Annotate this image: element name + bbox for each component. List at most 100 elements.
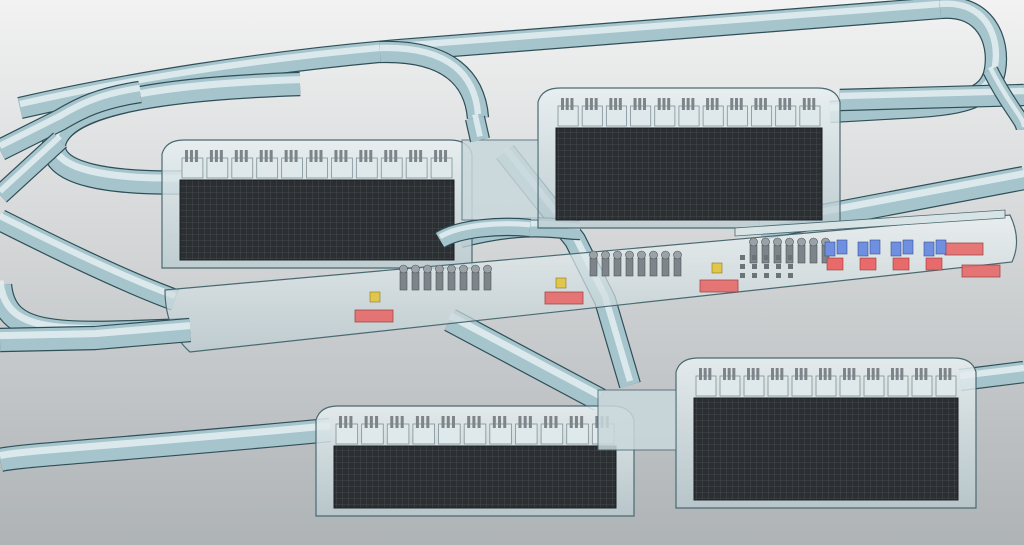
gallery-equipment — [637, 257, 646, 277]
lower-left-hall-fan — [395, 416, 399, 428]
upper-left-hall-fan — [239, 150, 243, 162]
upper-right-hall-fan — [691, 98, 695, 110]
upper-right-hall-fan — [759, 98, 763, 110]
gallery-equipment — [411, 271, 420, 291]
lower-right-hall-fan — [799, 368, 803, 380]
lower-left-hall-fan — [400, 416, 404, 428]
lower-right-hall-fan — [699, 368, 702, 380]
upper-left-hall-fan — [319, 150, 323, 162]
tunnel-bottom-left — [0, 417, 332, 472]
lower-left-hall-fan — [472, 416, 476, 428]
lower-left-hall-fan — [554, 416, 558, 428]
lower-right-hall-fan — [871, 368, 875, 380]
upper-left-hall-fan — [384, 150, 388, 162]
gallery-equipment — [589, 257, 598, 277]
gallery-equipment — [673, 257, 682, 277]
gallery-equipment — [435, 271, 444, 291]
gallery-equipment-top — [749, 237, 758, 247]
upper-right-hall-fan — [715, 98, 719, 110]
gallery-small-item — [776, 255, 781, 260]
upper-left-hall-fan — [434, 150, 438, 162]
upper-junction — [461, 139, 539, 221]
lower-right-hall-fan — [948, 368, 952, 380]
foreground-tunnels — [0, 113, 531, 353]
gallery-yellow-unit — [711, 262, 723, 274]
upper-left-hall-fan — [394, 150, 398, 162]
upper-right-hall-fan — [662, 98, 666, 110]
upper-right-hall-fan — [570, 98, 574, 110]
lower-right-hall-fan — [795, 368, 798, 380]
upper-right-hall-fan — [706, 98, 710, 110]
upper-left-hall-fan — [294, 150, 298, 162]
upper-left-hall-fan — [419, 150, 423, 162]
gallery-small-item — [788, 264, 793, 269]
upper-right-hall-fan — [681, 98, 685, 110]
lower-left-hall-fan — [549, 416, 553, 428]
gallery-equipment — [773, 244, 782, 264]
lower-left-hall-fan — [375, 416, 379, 428]
tunnel-cross-stub — [435, 217, 531, 249]
lower-right-hall-fan — [943, 368, 947, 380]
upper-left-hall-fan — [439, 150, 443, 162]
upper-left-hall-fan — [359, 150, 363, 162]
gallery-roof-duct — [734, 209, 1006, 237]
lower-left-hall-fan — [349, 416, 353, 428]
gallery-equipment — [649, 257, 658, 277]
upper-right-hall-fan — [614, 98, 618, 110]
tunnel-lower-diagonal — [444, 309, 606, 411]
upper-left-hall-fan — [269, 150, 273, 162]
lower-junction — [597, 389, 677, 451]
lower-right-hall-rack-block — [693, 397, 959, 501]
gallery-equipment-top — [483, 264, 492, 274]
gallery-equipment-top — [423, 264, 432, 274]
lower-right-hall-fan — [843, 368, 846, 380]
electrical-panel-blue — [902, 239, 914, 255]
gallery-equipment — [423, 271, 432, 291]
lower-right-hall-fan — [900, 368, 904, 380]
gallery-equipment-top — [797, 237, 806, 247]
electrical-panel-red — [925, 257, 943, 271]
gallery-red-panel — [944, 242, 984, 256]
lower-right-hall-fan — [732, 368, 736, 380]
lower-left-hall-fan — [518, 416, 522, 428]
gallery-red-panel — [544, 291, 584, 305]
lower-left-hall-fan — [369, 416, 373, 428]
upper-left-hall-fan — [284, 150, 288, 162]
upper-right-hall-fan — [633, 98, 637, 110]
lower-left-hall-fan — [339, 416, 342, 428]
upper-left-hall-fan — [194, 150, 198, 162]
upper-left-hall-fan — [409, 150, 413, 162]
lower-left-hall-fan — [580, 416, 584, 428]
gallery-small-item — [764, 264, 769, 269]
central-service-gallery[interactable] — [164, 209, 1018, 353]
upper-left-hall-fan — [309, 150, 313, 162]
upper-left-hall-fan — [389, 150, 393, 162]
upper-left-hall-fan — [189, 150, 193, 162]
tunnel-left-to-gallery — [0, 209, 179, 311]
gallery-equipment — [809, 244, 818, 264]
upper-left-hall — [161, 139, 473, 269]
gallery-equipment-top — [761, 237, 770, 247]
gallery-red-panel — [699, 279, 739, 293]
lower-left-hall-fan — [574, 416, 578, 428]
lower-left-hall-fan — [503, 416, 507, 428]
upper-right-hall-fan — [739, 98, 743, 110]
upper-right-hall-fan — [609, 98, 613, 110]
gallery-red-panel — [354, 309, 394, 323]
lower-right-hall-fan — [751, 368, 755, 380]
gallery-equipment-top — [809, 237, 818, 247]
tunnel-left-diag — [0, 132, 67, 203]
electrical-panel-blue — [890, 241, 902, 257]
lower-right-hall-fan — [876, 368, 880, 380]
lower-left-hall-fan — [544, 416, 548, 428]
gallery-equipment — [785, 244, 794, 264]
lower-right-hall-fan — [727, 368, 731, 380]
lower-left-hall-fan — [467, 416, 471, 428]
gallery-equipment — [797, 244, 806, 264]
gallery-equipment — [661, 257, 670, 277]
upper-right-hall-fan — [561, 98, 564, 110]
lower-left-hall — [315, 405, 635, 517]
lower-right-hall-fan — [895, 368, 899, 380]
gallery-equipment-top — [411, 264, 420, 274]
